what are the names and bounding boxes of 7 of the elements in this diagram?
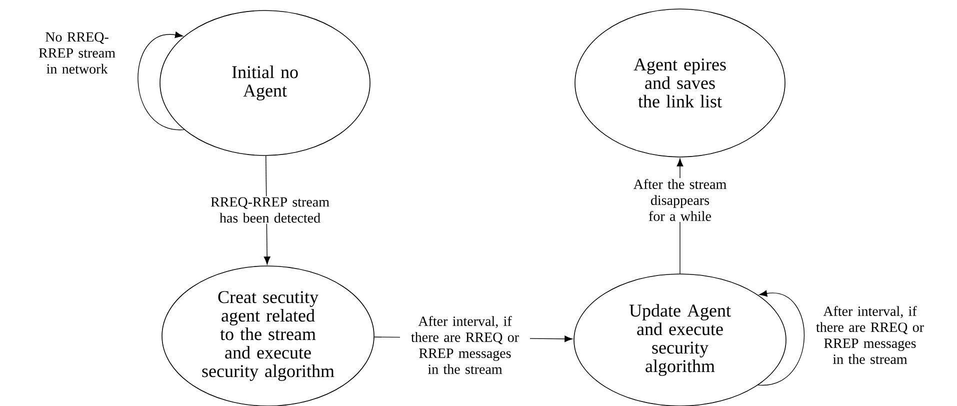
edge-label: No RREQ-RREP stream in network [30, 31, 124, 75]
edge-label: After the stream disappears for a while [620, 178, 740, 222]
arrow [138, 32, 184, 130]
arrow [758, 290, 805, 386]
edge-label: RREQ-RREP stream has been detected [206, 196, 334, 224]
edge-label: After interval, if there are RREQ or RREP messages in the stream [400, 314, 530, 375]
edge-label: After interval, if there are RREQ or RREP messages in the stream [805, 305, 935, 365]
